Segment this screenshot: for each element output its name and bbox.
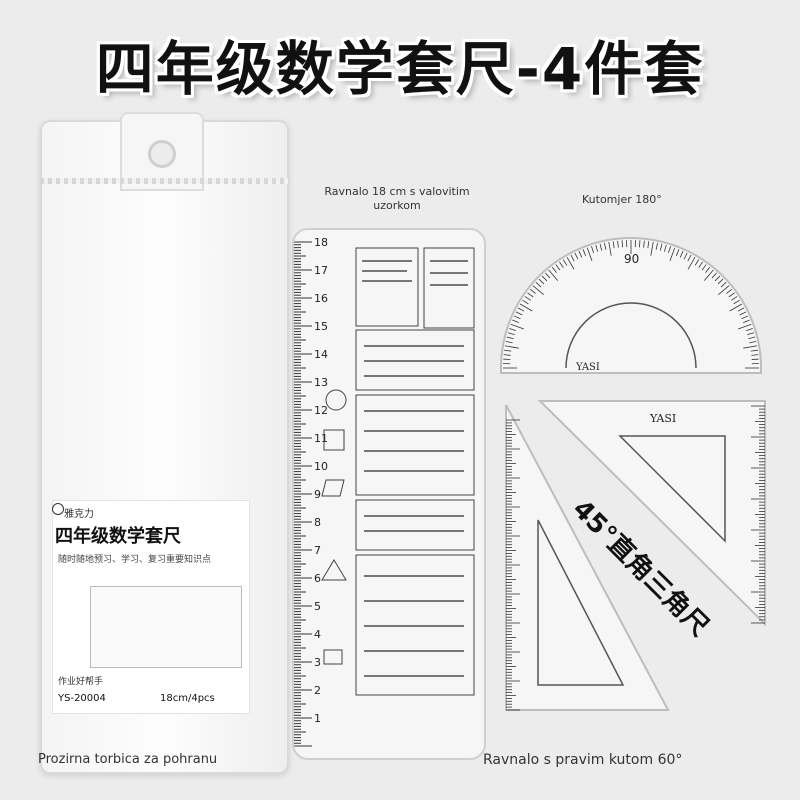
ruler-number: 5 — [314, 600, 321, 613]
ruler-number: 7 — [314, 544, 321, 557]
ruler-caption: Ravnalo 18 cm s valovitim uzorkom — [324, 185, 470, 212]
triangle-ruler-45: YASI — [535, 396, 770, 630]
card-brand: 雅克力 — [64, 509, 94, 520]
ruler-number: 9 — [314, 488, 321, 501]
ruler-number: 4 — [314, 628, 321, 641]
card-ruler-illustration — [90, 586, 242, 668]
ruler-number: 18 — [314, 236, 328, 249]
ruler-number: 13 — [314, 376, 328, 389]
pouch-caption: Prozirna torbica za pohranu — [38, 752, 218, 767]
card-model: YS-20004 — [58, 693, 106, 704]
triangle-ruler-60 — [498, 400, 678, 724]
pouch-zipper — [40, 178, 289, 184]
ruler-number: 16 — [314, 292, 328, 305]
pouch-hanger-hole — [148, 140, 176, 168]
card-subtitle: 随时随地预习、学习、复习重要知识点 — [58, 555, 212, 565]
ruler-number: 1 — [314, 712, 321, 725]
ruler-number: 6 — [314, 572, 321, 585]
ruler-number: 17 — [314, 264, 328, 277]
ruler-number: 12 — [314, 404, 328, 417]
straight-ruler: 18 17 16 15 14 13 12 11 10 9 8 7 6 5 4 3 2 1 — [292, 228, 486, 760]
ruler-number: 8 — [314, 516, 321, 529]
brand-logo-icon — [52, 503, 64, 515]
ruler-number: 15 — [314, 320, 328, 333]
protractor-caption: Kutomjer 180° — [582, 193, 662, 206]
ruler-number: 10 — [314, 460, 328, 473]
ruler-number: 3 — [314, 656, 321, 669]
ruler-graphic: 18 17 16 15 14 13 12 11 10 9 8 7 6 5 4 3 2 1 — [294, 236, 475, 747]
page-title: 四年级数学套尺-4件套 — [95, 35, 705, 103]
triangle-brand: YASI — [649, 412, 676, 425]
card-size: 18cm/4pcs — [160, 693, 215, 704]
protractor-90-label: 90 — [624, 252, 639, 266]
triangles-caption: Ravnalo s pravim kutom 60° — [483, 752, 683, 768]
card-title: 四年级数学套尺 — [55, 526, 181, 547]
protractor: 90 YASI — [496, 218, 766, 382]
ruler-number: 2 — [314, 684, 321, 697]
ruler-number: 11 — [314, 432, 328, 445]
protractor-graphic: 90 YASI — [500, 237, 762, 374]
ruler-number: 14 — [314, 348, 328, 361]
card-footer-left: 作业好帮手 — [58, 677, 104, 687]
protractor-brand: YASI — [575, 362, 600, 373]
